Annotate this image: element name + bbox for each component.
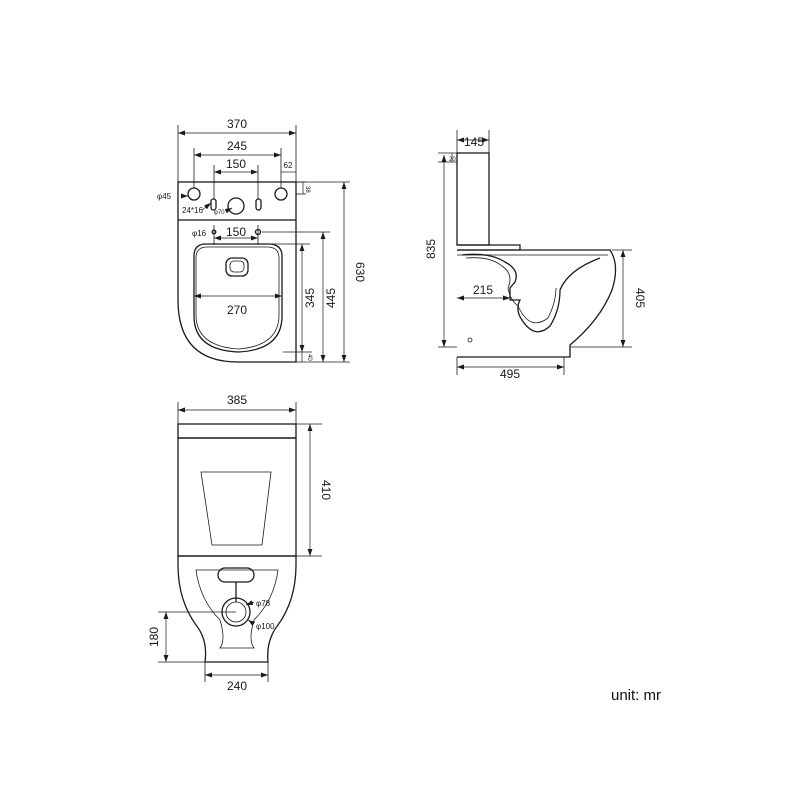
tank-hole-left xyxy=(187,187,201,201)
tank-hole-center xyxy=(227,197,245,215)
dim-370: 370 xyxy=(227,117,247,131)
dim-20: 20 xyxy=(449,157,456,163)
dim-445: 445 xyxy=(324,288,338,308)
dim-270: 270 xyxy=(227,303,247,317)
bottom-tank xyxy=(177,437,297,557)
dim-phi16: φ16 xyxy=(192,229,207,238)
dim-150-upper: 150 xyxy=(226,157,246,171)
bottom-bowl-inner xyxy=(195,569,279,649)
side-trap-inner xyxy=(465,257,557,324)
seat-hinge-inner xyxy=(229,260,245,273)
side-tank xyxy=(456,152,490,246)
tank-hole-right xyxy=(274,187,288,201)
tank-slot-left xyxy=(210,198,217,211)
side-view: 145 20 835 215 405 495 xyxy=(424,130,647,381)
bottom-tank-inner xyxy=(200,471,272,546)
dim-245: 245 xyxy=(227,139,247,153)
dim-240: 240 xyxy=(227,679,247,693)
tank-outline xyxy=(177,181,297,221)
unit-label: unit: mr xyxy=(611,687,661,704)
dim-385: 385 xyxy=(227,393,247,407)
bowl-outline xyxy=(177,220,297,363)
dim-38: 38 xyxy=(304,186,310,193)
dim-835: 835 xyxy=(424,239,438,259)
bottom-view: 385 410 φ78 φ100 180 240 xyxy=(147,393,333,693)
dim-495: 495 xyxy=(500,367,520,381)
dim-410: 410 xyxy=(319,480,333,500)
dim-phi100: φ100 xyxy=(256,622,275,631)
side-trap-path xyxy=(461,253,601,333)
seat-outline xyxy=(193,243,283,353)
seat-inner xyxy=(195,246,280,350)
dim-145: 145 xyxy=(464,135,484,149)
dim-345: 345 xyxy=(303,288,317,308)
top-view: 370 245 150 62 φ45 38 24*16 φ70 150 φ16 … xyxy=(157,117,367,363)
dim-phi78: φ78 xyxy=(256,599,271,608)
seat-hinge-block xyxy=(225,257,249,277)
dim-phi70: φ70 xyxy=(214,210,225,216)
tank-slot-right xyxy=(255,198,262,211)
dim-phi45: φ45 xyxy=(157,192,172,201)
side-tank-base xyxy=(457,244,521,251)
dim-630: 630 xyxy=(353,262,367,282)
side-bowl-outline xyxy=(457,249,617,358)
dim-40: 40 xyxy=(306,354,312,361)
dim-215: 215 xyxy=(473,283,493,297)
dim-62: 62 xyxy=(284,161,293,170)
dim-24x16: 24*16 xyxy=(182,206,203,215)
bottom-bowl-outline xyxy=(177,555,297,663)
dim-405: 405 xyxy=(633,288,647,308)
dim-150-lower: 150 xyxy=(226,225,246,239)
bottom-tank-lid xyxy=(177,423,297,439)
side-floor-bolt xyxy=(467,337,473,343)
dim-180: 180 xyxy=(147,627,161,647)
